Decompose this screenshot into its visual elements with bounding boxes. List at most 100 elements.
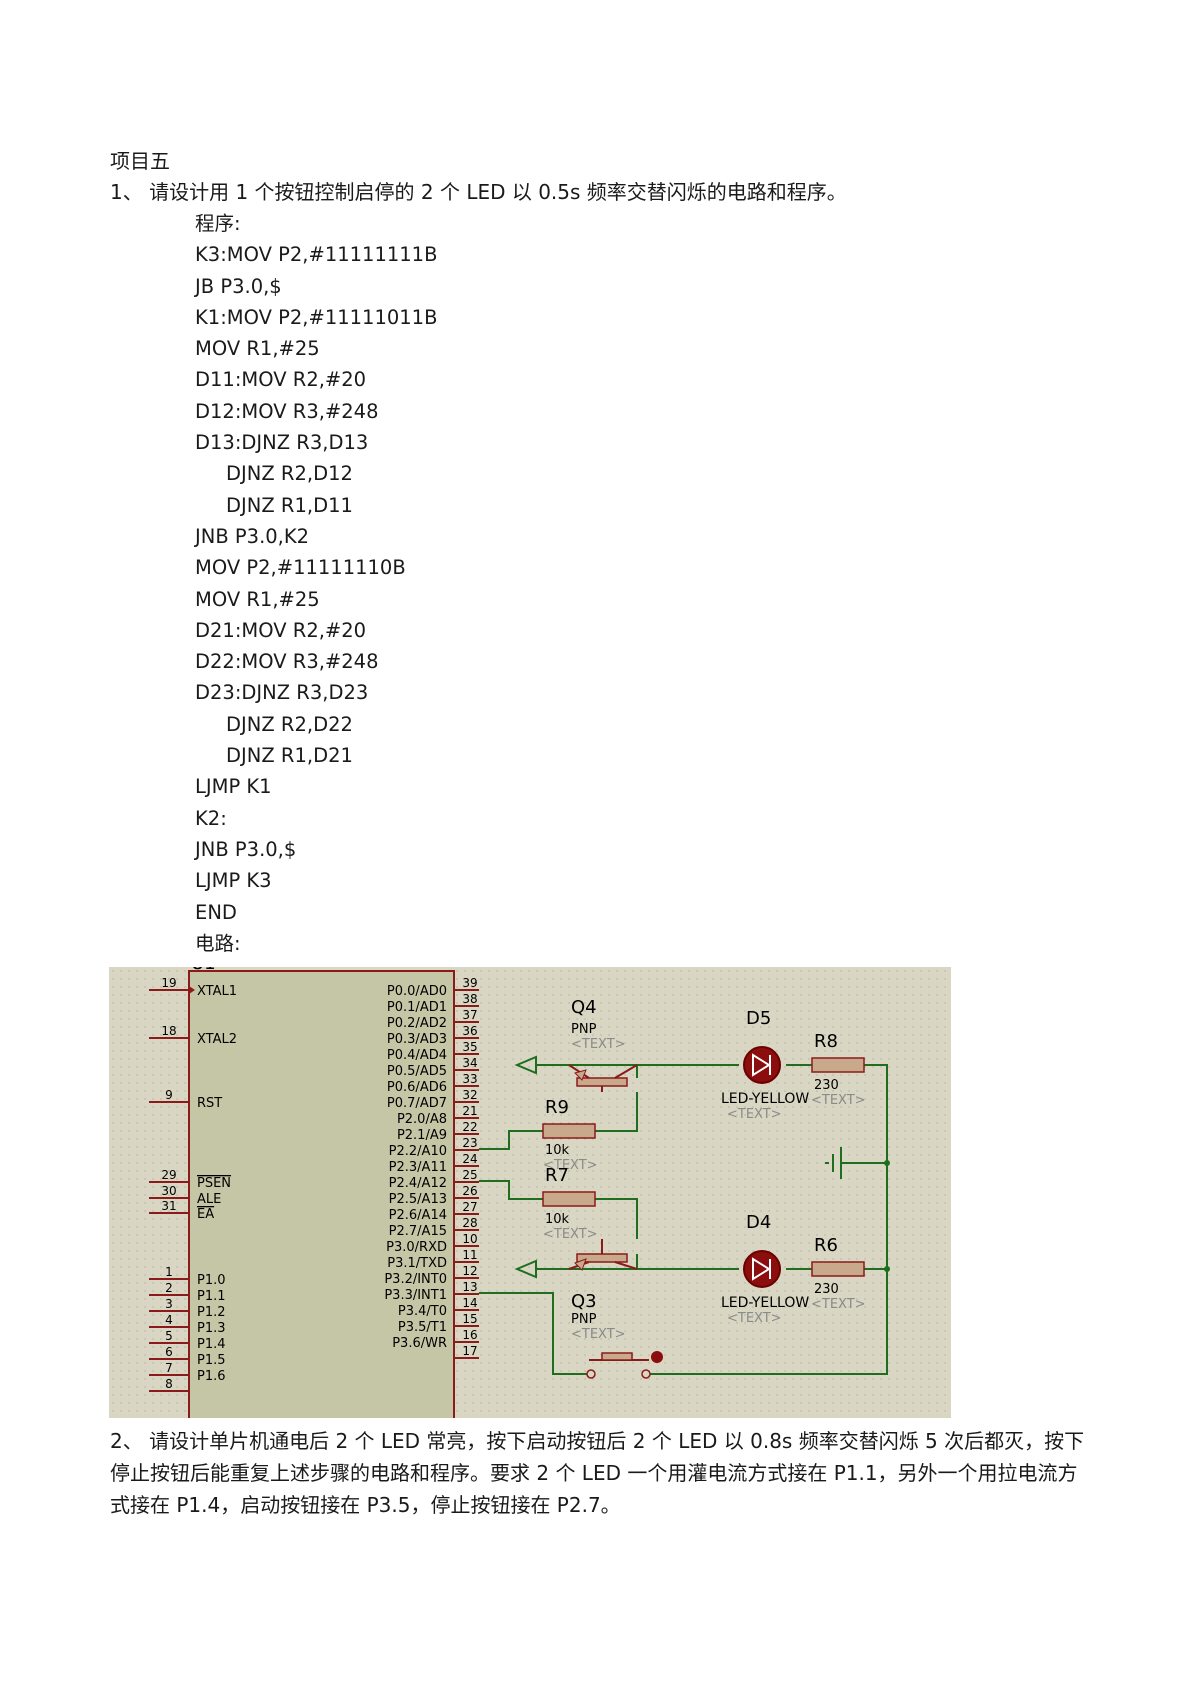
pin-name: P2.4/A12 (389, 1176, 447, 1191)
transistor-q4 (568, 1064, 638, 1092)
code-line: D11:MOV R2,#20 (195, 368, 367, 392)
r8-ref: R8 (814, 1031, 838, 1052)
pin-number: 5 (165, 1329, 173, 1343)
pin-name: P2.6/A14 (389, 1208, 447, 1223)
wire-p30-button (479, 1292, 587, 1375)
pin-number: 24 (462, 1152, 477, 1166)
code-line: DJNZ R1,D11 (226, 493, 353, 517)
pin-number: 3 (165, 1297, 173, 1311)
pin-name: P0.0/AD0 (387, 984, 447, 999)
pin-name: P3.6/WR (392, 1336, 447, 1351)
wire-p22-r7 (479, 1180, 543, 1200)
d4-ref: D4 (746, 1212, 771, 1233)
junction-dot (884, 1160, 890, 1166)
pin-name: P2.1/A9 (397, 1128, 447, 1143)
pin-name: P3.0/RXD (386, 1240, 447, 1255)
q3-ref: Q3 (571, 1291, 597, 1312)
pin-name: EA (197, 1207, 214, 1222)
pin-number: 29 (161, 1168, 176, 1182)
pin-name: P2.7/A15 (389, 1224, 447, 1239)
code-line: MOV R1,#25 (195, 587, 320, 611)
pin-name: XTAL1 (197, 984, 237, 999)
resistor-r7 (542, 1191, 596, 1207)
code-line: DJNZ R2,D12 (226, 462, 353, 486)
code-line: JNB P3.0,K2 (195, 524, 310, 548)
pin-name: P1.4 (197, 1337, 226, 1352)
pin-name: RST (197, 1096, 222, 1111)
led-d4 (743, 1250, 781, 1288)
pin-number: 22 (462, 1120, 477, 1134)
pin-name: P0.3/AD3 (387, 1032, 447, 1047)
code-line: K3:MOV P2,#11111111B (195, 243, 438, 267)
pin-number: 31 (161, 1199, 176, 1213)
r8-text: <TEXT> (811, 1093, 866, 1108)
code-line: END (195, 900, 237, 924)
resistor-r8 (811, 1057, 865, 1073)
pin-name: P0.1/AD1 (387, 1000, 447, 1015)
question-2: 2、 请设计单片机通电后 2 个 LED 常亮，按下启动按钮后 2 个 LED … (110, 1429, 1085, 1517)
mcu-chip-body (188, 970, 455, 1418)
pin-number: 26 (462, 1184, 477, 1198)
pin-name: XTAL2 (197, 1032, 237, 1047)
code-line: JB P3.0,$ (195, 274, 282, 298)
pin-number: 11 (462, 1248, 477, 1262)
pin-number: 9 (165, 1088, 173, 1102)
ground-arrow-icon (514, 1259, 537, 1279)
r7-value: 10k (545, 1212, 570, 1227)
pin-name: P2.0/A8 (397, 1112, 447, 1127)
r8-value: 230 (814, 1078, 839, 1093)
pin-number: 10 (462, 1232, 477, 1246)
pin-name: P2.3/A11 (389, 1160, 447, 1175)
r9-ref: R9 (545, 1097, 569, 1118)
code-line: D12:MOV R3,#248 (195, 399, 379, 423)
q3-text: <TEXT> (571, 1327, 626, 1342)
code-line: K1:MOV P2,#11111011B (195, 305, 438, 329)
pin-number: 39 (462, 976, 477, 990)
code-line: D13:DJNZ R3,D13 (195, 431, 369, 455)
pin-name: P3.1/TXD (387, 1256, 447, 1271)
pin-name: P3.5/T1 (398, 1320, 447, 1335)
code-line: LJMP K3 (195, 869, 272, 893)
pin-name: P3.2/INT0 (384, 1272, 447, 1287)
pin-name: P1.3 (197, 1321, 226, 1336)
q4-ref: Q4 (571, 997, 597, 1018)
r7-text: <TEXT> (543, 1227, 598, 1242)
section-heading: 项目五 (110, 149, 170, 173)
pin-number: 37 (462, 1008, 477, 1022)
code-line: D22:MOV R3,#248 (195, 650, 379, 674)
pin-number: 12 (462, 1264, 477, 1278)
pin-number: 18 (161, 1024, 176, 1038)
resistor-r9 (542, 1123, 596, 1139)
pin-number: 25 (462, 1168, 477, 1182)
left-pins: 19XTAL118XTAL29RST29PSEN30ALE31EA1P1.02P… (149, 976, 237, 1392)
circuit-schematic: U1 19XTAL118XTAL29RST29PSEN30ALE31EA1P1.… (109, 967, 951, 1418)
battery-icon (825, 1147, 842, 1179)
pin-name: P1.2 (197, 1305, 226, 1320)
program-label: 程序: (195, 212, 241, 235)
code-line: DJNZ R2,D22 (226, 712, 353, 736)
pin-number: 32 (462, 1088, 477, 1102)
d5-type: LED-YELLOW (721, 1091, 809, 1107)
pin-number: 34 (462, 1056, 477, 1070)
pin-number: 15 (462, 1312, 477, 1326)
pin-number: 35 (462, 1040, 477, 1054)
clock-pin-marker (189, 986, 195, 994)
d4-type: LED-YELLOW (721, 1295, 809, 1311)
pin-number: 38 (462, 992, 477, 1006)
r9-value: 10k (545, 1143, 570, 1158)
pin-number: 27 (462, 1200, 477, 1214)
pin-name: P1.0 (197, 1273, 226, 1288)
wire-p20-r9 (479, 1130, 543, 1150)
d5-text: <TEXT> (727, 1107, 782, 1122)
pin-number: 30 (161, 1184, 176, 1198)
code-lines: K3:MOV P2,#11111111B JB P3.0,$ K1:MOV P2,#… (195, 239, 437, 928)
pin-name: P0.4/AD4 (387, 1048, 447, 1063)
wire-r7-q3 (595, 1198, 638, 1239)
q4-text: <TEXT> (571, 1037, 626, 1052)
q4-type: PNP (571, 1022, 597, 1037)
pin-number: 16 (462, 1328, 477, 1342)
d4-text: <TEXT> (727, 1311, 782, 1326)
pin-number: 36 (462, 1024, 477, 1038)
pin-number: 7 (165, 1361, 173, 1375)
ground-arrow-icon (514, 1055, 537, 1075)
